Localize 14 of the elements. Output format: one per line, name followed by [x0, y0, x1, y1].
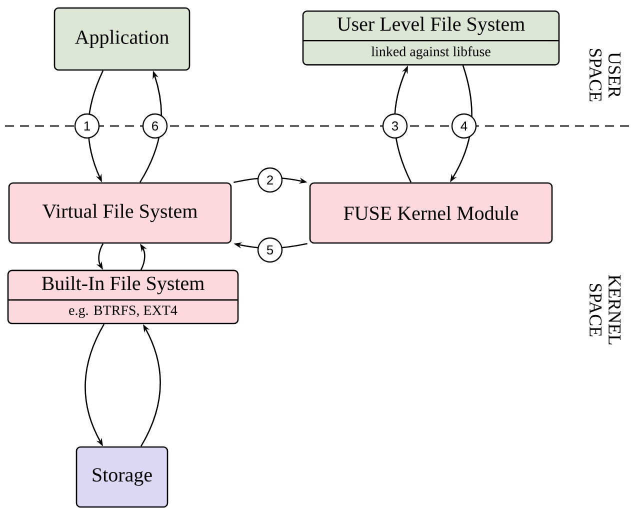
edge-label: 5 [257, 237, 283, 263]
region-label: KERNEL SPACE [590, 275, 620, 344]
edge-label: 4 [451, 113, 477, 139]
process-box: Application [54, 7, 190, 71]
edge-label: 1 [74, 113, 100, 139]
region-label: USER SPACE [589, 49, 621, 102]
edge-label: 6 [142, 113, 168, 139]
storage-box: Storage [76, 446, 168, 508]
process-box: FUSE Kernel Module [309, 182, 553, 244]
process-box: Virtual File System [8, 182, 232, 244]
edge-label: 3 [382, 113, 408, 139]
process-box: User Level File System linked against libfuse [302, 10, 560, 66]
edge-label: 2 [257, 167, 283, 193]
process-box: Built-In File System e.g. BTRFS, EXT4 [7, 270, 239, 324]
